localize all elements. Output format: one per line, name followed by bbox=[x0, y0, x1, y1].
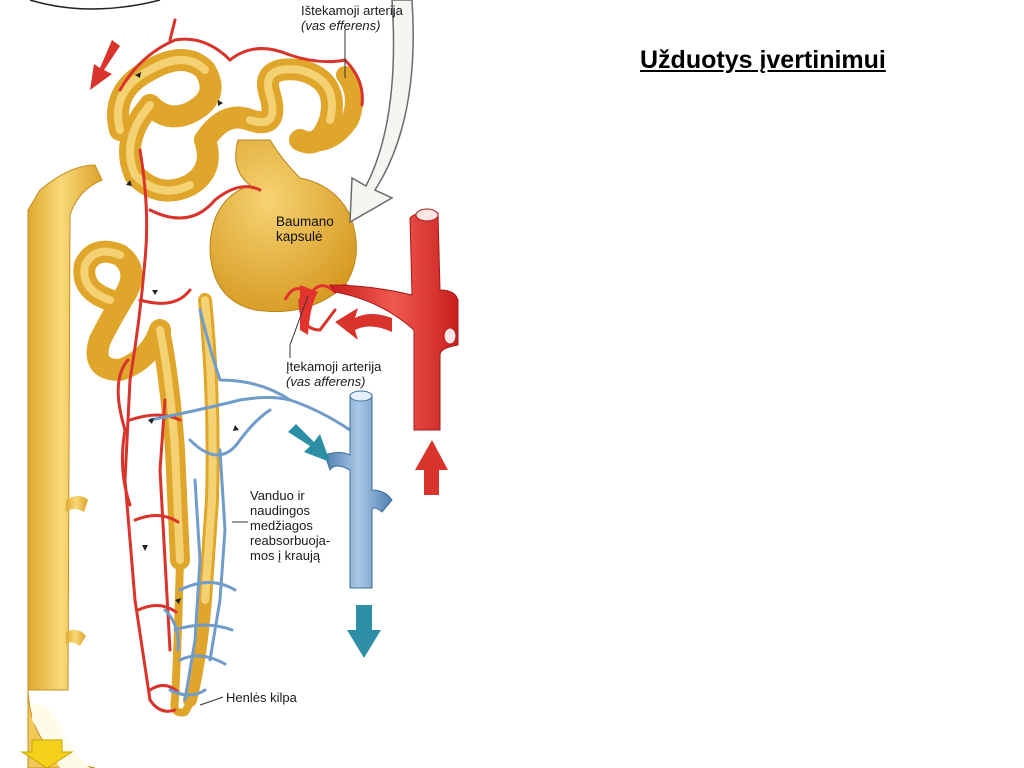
vein-opening bbox=[349, 390, 373, 402]
label-reabsorption-line4: reabsorbuoja- bbox=[250, 533, 331, 548]
afferent-artery-branch bbox=[300, 285, 318, 335]
label-henle-loop: Henlės kilpa bbox=[226, 690, 297, 705]
collecting-duct-branch bbox=[66, 496, 88, 512]
label-efferent-artery-text: Ištekamoji arterija bbox=[301, 3, 403, 18]
arrow-red-up-icon bbox=[415, 440, 448, 495]
label-afferent-artery-text: Įtekamoji arterija bbox=[286, 359, 382, 374]
label-reabsorption-line1: Vanduo ir bbox=[250, 488, 305, 503]
label-bowman-line1: Baumano bbox=[276, 214, 334, 229]
afferent-artery-trunk bbox=[329, 211, 459, 431]
arrow-teal-down-right-icon bbox=[288, 424, 330, 462]
collecting-duct-branch bbox=[66, 629, 86, 646]
label-reabsorption-line3: medžiagos bbox=[250, 518, 313, 533]
arrow-yellow-down-icon bbox=[20, 739, 74, 768]
label-afferent-artery: Įtekamoji arterija (vas afferens) bbox=[286, 359, 381, 389]
arrow-red-left-icon bbox=[335, 308, 392, 340]
label-reabsorption-line5: mos į kraują bbox=[250, 548, 321, 563]
arrow-teal-down-icon bbox=[347, 605, 381, 658]
label-leader-lines bbox=[199, 30, 346, 706]
label-afferent-artery-latin: (vas afferens) bbox=[286, 374, 366, 389]
label-bowman-line2: kapsulė bbox=[276, 229, 323, 244]
capillary-flow-arrows bbox=[126, 72, 239, 604]
duct-opening bbox=[32, 704, 90, 768]
label-bowman-capsule: Baumano kapsulė bbox=[276, 214, 334, 244]
label-reabsorption-line2: naudingos bbox=[250, 503, 310, 518]
peritubular-capillaries-blue bbox=[148, 308, 352, 702]
top-arc-line bbox=[29, 0, 161, 10]
label-efferent-artery-latin: (vas efferens) bbox=[301, 18, 381, 33]
label-henle-loop-text: Henlės kilpa bbox=[226, 690, 297, 705]
artery-opening bbox=[415, 208, 439, 222]
label-efferent-artery: Ištekamoji arterija (vas efferens) bbox=[301, 3, 403, 33]
label-reabsorption: Vanduo ir naudingos medžiagos reabsorbuo… bbox=[250, 488, 330, 563]
peritubular-capillaries-red bbox=[116, 18, 364, 713]
collecting-duct bbox=[27, 164, 103, 691]
nephron-diagram bbox=[20, 0, 459, 768]
artery-side-opening bbox=[443, 327, 457, 345]
curved-arrow-white-icon bbox=[349, 0, 414, 224]
arrow-red-down-left-icon bbox=[90, 40, 120, 90]
slide-title: Užduotys įvertinimui bbox=[640, 46, 886, 74]
